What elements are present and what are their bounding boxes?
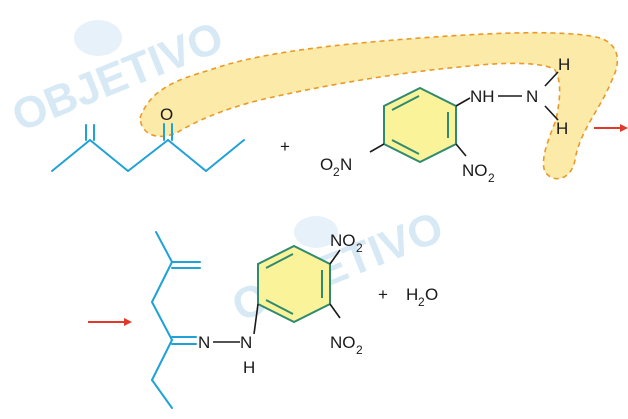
- product-benzene-ring: [257, 244, 331, 324]
- ketone-oxygen: O: [160, 105, 173, 124]
- svg-text:2: 2: [356, 343, 363, 357]
- dnph-nh: NH: [470, 87, 495, 106]
- svg-text:NO: NO: [330, 333, 356, 352]
- plus-sign-1: +: [280, 137, 290, 156]
- dnph-h-bottom: H: [556, 119, 568, 138]
- reaction-arrow-2: [88, 318, 132, 326]
- product-ring-bonds: [253, 249, 341, 335]
- svg-text:2: 2: [333, 165, 340, 179]
- product-n-imine: N: [198, 333, 210, 352]
- svg-text:O: O: [320, 155, 333, 174]
- svg-text:H: H: [406, 285, 418, 304]
- dnph-benzene-ring: [383, 86, 457, 164]
- svg-text:2: 2: [418, 295, 425, 309]
- svg-text:NO: NO: [462, 161, 488, 180]
- svg-text:O: O: [425, 285, 438, 304]
- product-chain: [151, 231, 201, 409]
- plus-sign-2: +: [378, 285, 388, 304]
- dnph-n: N: [526, 87, 538, 106]
- ketone-molecule: [51, 123, 245, 172]
- svg-text:N: N: [340, 155, 352, 174]
- product-no2-top: NO 2: [330, 231, 363, 255]
- product-n-amine: N: [240, 333, 252, 352]
- dnph-bonds: [369, 71, 559, 157]
- product-no2-bottom: NO 2: [330, 333, 363, 357]
- reaction-arrow-1: [594, 124, 628, 132]
- svg-text:NO: NO: [330, 231, 356, 250]
- highlight-region: [139, 31, 619, 180]
- product-h: H: [243, 358, 255, 377]
- dnph-no2-left: O 2 N: [320, 155, 352, 179]
- water-molecule: H 2 O: [406, 285, 438, 309]
- dnph-no2-right: NO 2: [462, 161, 495, 185]
- svg-text:2: 2: [488, 171, 495, 185]
- dnph-h-top: H: [558, 55, 570, 74]
- svg-text:2: 2: [356, 241, 363, 255]
